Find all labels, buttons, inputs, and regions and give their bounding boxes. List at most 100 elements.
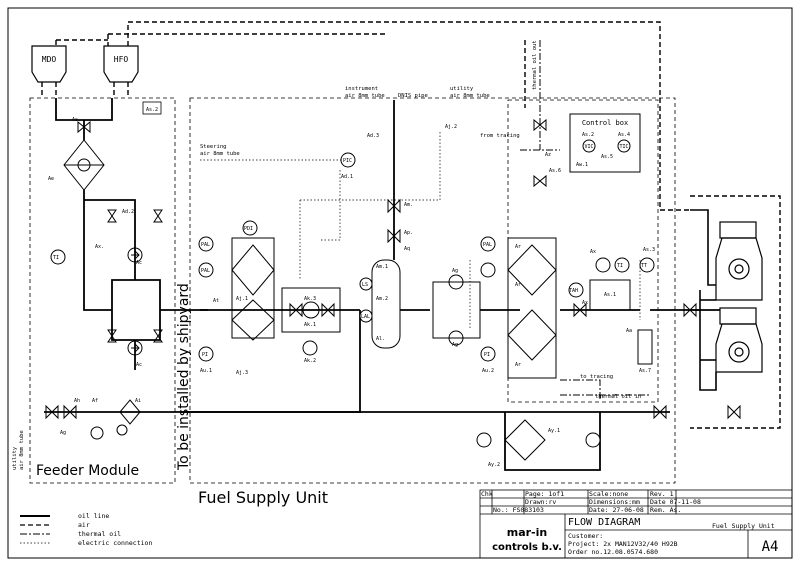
tag: TT [641, 263, 647, 269]
tag: Ak.3 [304, 296, 316, 302]
control-box-as5: As.5 [601, 154, 613, 160]
tag: Ae [48, 176, 54, 182]
fuel-supply-unit-label: Fuel Supply Unit [198, 488, 328, 507]
tag: Am. [404, 202, 413, 208]
utility-top-tube-note: air 8mm tube [450, 93, 490, 99]
control-box-title: Control box [582, 119, 628, 127]
supply-equipment [231, 237, 653, 461]
tag: As.3 [643, 247, 655, 253]
tag: Ag [452, 342, 458, 348]
tag: Ad.1 [341, 174, 353, 180]
engine-2 [715, 307, 763, 373]
hfo-label: HFO [114, 55, 129, 64]
tag: PAL [483, 242, 492, 248]
dnis-pipe-note: DNIS pipe [398, 93, 428, 99]
tag: Ad.3 [367, 133, 379, 139]
tb-drawn: Drawn:rv [525, 498, 556, 506]
tb-sheet-size: A4 [762, 539, 779, 555]
legend-thermal-oil: thermal oil [78, 530, 121, 538]
tag: TI [617, 263, 623, 269]
tb-page: Page: 1of1 [525, 490, 564, 498]
tb-dimensions: Dimensions:mm [589, 498, 640, 506]
company-logo: mar-in controls b.v. [479, 518, 562, 554]
tag: As. [72, 117, 81, 123]
tb-customer: Customer: [568, 532, 603, 540]
tag: LS [362, 282, 368, 288]
control-box-as4: As.4 [618, 132, 630, 138]
tb-no: No.: FS083103 [493, 506, 544, 514]
thermal-out-note: thermal oil out [532, 40, 538, 90]
instrument-tube-note: air 8mm tube [345, 93, 385, 99]
legend-air: air [78, 521, 90, 529]
tag: PDI [244, 226, 253, 232]
tag: Ac [136, 260, 142, 266]
steering-tube-note: air 8mm tube [200, 151, 240, 157]
svg-text:controls b.v.: controls b.v. [492, 542, 562, 553]
tag: Ad.2 [122, 209, 134, 215]
tb-order: Order no.12.08.0574.680 [568, 548, 658, 556]
tb-date: Date: 27-06-08 [589, 506, 644, 514]
tag: Ag [60, 430, 66, 436]
valves [45, 118, 741, 420]
to-tracing-note: to tracing [580, 374, 613, 380]
drawing-frame [7, 7, 793, 559]
tag: TI [53, 255, 59, 261]
legend-oil-line: oil line [78, 512, 109, 520]
tag: Ai [135, 398, 141, 404]
line-annotations: Steering air 8mm tube instrument air 8mm… [12, 40, 641, 470]
tag: Ac [136, 362, 142, 368]
tag: Au.2 [482, 368, 494, 374]
control-box-vic: VIC [584, 144, 593, 150]
tag: Aj.3 [236, 370, 248, 376]
legend-electric: electric connection [78, 539, 152, 547]
tag: Ak.2 [304, 358, 316, 364]
tb-flow-diagram: FLOW DIAGRAM [568, 517, 640, 528]
instrument-note: instrument [345, 86, 378, 92]
thermal-in-note: thermal oil in [595, 394, 641, 400]
utility-side-note: utility [12, 446, 18, 470]
mdo-label: MDO [42, 55, 57, 64]
tag: Ap. [404, 230, 413, 236]
as2-tag-box [142, 101, 162, 115]
tag: At [213, 298, 219, 304]
title-block [479, 489, 793, 559]
utility-top-note: utility [450, 86, 474, 92]
hfo-tank: HFO [103, 45, 139, 83]
tag: Au.1 [200, 368, 212, 374]
tag: LAL [361, 314, 370, 320]
tb-chk: Chk [481, 490, 493, 498]
engine-piping [690, 209, 717, 391]
tag: PAL [201, 268, 210, 274]
tag: As.7 [639, 368, 651, 374]
legend: oil line air thermal oil electric connec… [20, 512, 152, 547]
tag: Ay.1 [548, 428, 560, 434]
feeder-equipment [50, 139, 143, 440]
feeder-module-label: Feeder Module [36, 463, 139, 479]
tag: TAH [569, 288, 578, 294]
tag: Aa [626, 328, 632, 334]
control-box-tic: TIC [619, 144, 628, 150]
tag: PI [202, 352, 208, 358]
tag: PAL [201, 242, 210, 248]
air-lines [41, 21, 781, 429]
tb-project: Project: 2x MAN12V32/40 H92B [568, 540, 678, 548]
as2-tag: As.2 [146, 107, 158, 113]
tb-rem: Rem. As. [650, 506, 681, 514]
control-box: Control box As.2 As.4 VIC TIC As.5 Aw.1 [569, 113, 641, 173]
tb-scale: Scale:none [589, 490, 628, 498]
tag: Aj.2 [445, 124, 457, 130]
thermal-oil-lines [520, 40, 650, 400]
tag: Af [92, 398, 98, 404]
tb-rev: Rev. 1 [650, 490, 674, 498]
tag: Al. [376, 336, 385, 342]
tag: Ak.1 [304, 322, 316, 328]
tag: Am.1 [376, 264, 388, 270]
tag: Am.2 [376, 296, 388, 302]
tag: As.6 [549, 168, 561, 174]
title-block-text: Chk Page: 1of1 Scale:none Rev. 1 Drawn:r… [481, 490, 778, 556]
tag: Ax [582, 300, 588, 306]
from-tracing-note: from tracing [480, 133, 520, 139]
control-box-aw1: Aw.1 [576, 162, 588, 168]
tag: Az [545, 152, 551, 158]
mdo-tank: MDO [31, 45, 67, 83]
